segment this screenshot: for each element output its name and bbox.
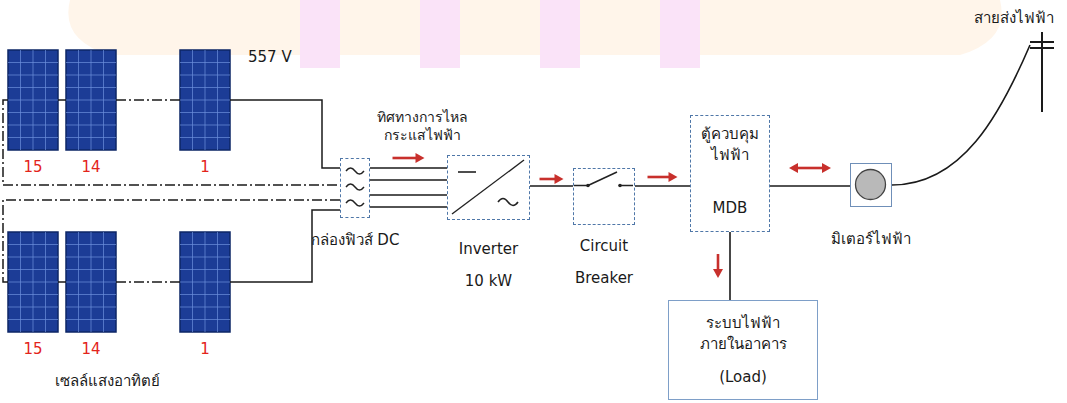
solar-panel xyxy=(8,50,58,150)
panel-number: 1 xyxy=(200,158,210,177)
power-pole: สายส่งไฟฟ้า xyxy=(1030,32,1054,112)
inverter-diagonal xyxy=(452,160,524,214)
fuse-symbol-art xyxy=(341,159,368,216)
dc-wire xyxy=(3,100,340,185)
connector xyxy=(770,163,850,186)
arrow-head xyxy=(555,174,564,184)
arrow-head xyxy=(713,269,723,278)
arrow-head xyxy=(416,153,425,163)
load-box: ระบบไฟฟ้า ภายในอาคาร (Load) xyxy=(668,300,818,400)
node-label: (Load) xyxy=(719,367,767,388)
inverter-symbol-art xyxy=(448,156,528,218)
breaker-box: Circuit Breaker xyxy=(573,168,635,225)
pole-symbol-art xyxy=(1030,32,1054,112)
node-label: มิเตอร์ไฟฟ้า xyxy=(831,230,911,250)
pole-crossarm xyxy=(1030,42,1054,48)
fuse-symbol xyxy=(346,184,364,190)
arrow-head xyxy=(669,172,678,182)
service-drop xyxy=(892,45,1030,185)
panel-number: 15 xyxy=(23,340,42,359)
node-label: ระบบไฟฟ้า ภายในอาคาร xyxy=(684,313,802,355)
meter-dial xyxy=(856,170,886,200)
node-label: Inverter 10 kW xyxy=(451,233,527,297)
flow-arrow xyxy=(393,157,417,160)
node-label: MDB xyxy=(713,198,748,219)
flow-arrow xyxy=(717,254,720,270)
solar-panel xyxy=(66,232,116,332)
panel-link xyxy=(58,100,66,282)
watermark-bar xyxy=(660,0,700,68)
solar-panel xyxy=(180,232,230,332)
wire xyxy=(729,232,731,300)
dc-wire xyxy=(3,200,340,282)
watermark-bar xyxy=(300,0,340,68)
node-label: สายส่งไฟฟ้า xyxy=(974,9,1054,29)
meter-box: มิเตอร์ไฟฟ้า xyxy=(850,163,892,207)
fuse-symbol xyxy=(346,168,364,174)
connector xyxy=(635,172,690,186)
panel-number: 14 xyxy=(81,158,100,177)
breaker-contact xyxy=(586,184,590,188)
flow-note: ทิศทางการไหล กระแสไฟฟ้า xyxy=(362,108,482,144)
connector xyxy=(713,232,730,300)
voltage-label: 557 V xyxy=(248,48,292,67)
fuse-symbol xyxy=(346,200,364,206)
dc-symbol xyxy=(458,171,476,173)
inverter-box: Inverter 10 kW xyxy=(447,155,530,220)
wire xyxy=(770,185,850,187)
wire xyxy=(370,206,447,208)
breaker-contact xyxy=(618,184,622,188)
node-label: Circuit Breaker xyxy=(566,230,642,294)
connector xyxy=(370,153,447,207)
breaker-symbol-art xyxy=(574,169,633,223)
connector xyxy=(530,174,573,186)
arrow-head xyxy=(822,163,831,173)
solar-panel xyxy=(8,232,58,332)
fuse-box: กล่องฟิวส์ DC xyxy=(340,158,370,218)
wire xyxy=(370,167,447,169)
watermark-bar xyxy=(540,0,580,68)
wire xyxy=(635,185,690,187)
watermark-band xyxy=(68,0,1001,55)
node-label: กล่องฟิวส์ DC xyxy=(311,231,400,251)
wire xyxy=(530,185,573,187)
array-caption: เซลล์แสงอาทิตย์ xyxy=(55,372,160,391)
pole-shaft xyxy=(1041,32,1043,112)
node-label: ตู้ควบคุม ไฟฟ้า xyxy=(695,124,765,166)
connector xyxy=(892,45,1030,185)
meter-symbol-art xyxy=(851,164,890,205)
panel-number: 1 xyxy=(200,340,210,359)
ac-symbol xyxy=(498,199,518,206)
flow-arrow xyxy=(648,176,670,179)
solar-panel xyxy=(180,50,230,150)
watermark-bar xyxy=(420,0,460,68)
breaker-terminal xyxy=(574,185,633,187)
series-wire xyxy=(116,100,180,282)
flow-arrow xyxy=(540,178,556,181)
panel-number: 14 xyxy=(81,340,100,359)
wire xyxy=(370,194,447,196)
breaker-blade xyxy=(588,172,617,186)
mdb-cabinet: ตู้ควบคุม ไฟฟ้า MDB xyxy=(690,115,770,232)
solar-panel xyxy=(66,50,116,150)
flow-arrow xyxy=(797,167,823,170)
panel-number: 15 xyxy=(23,158,42,177)
dc-wire xyxy=(230,100,340,168)
wire xyxy=(370,179,447,181)
arrow-head xyxy=(789,163,798,173)
